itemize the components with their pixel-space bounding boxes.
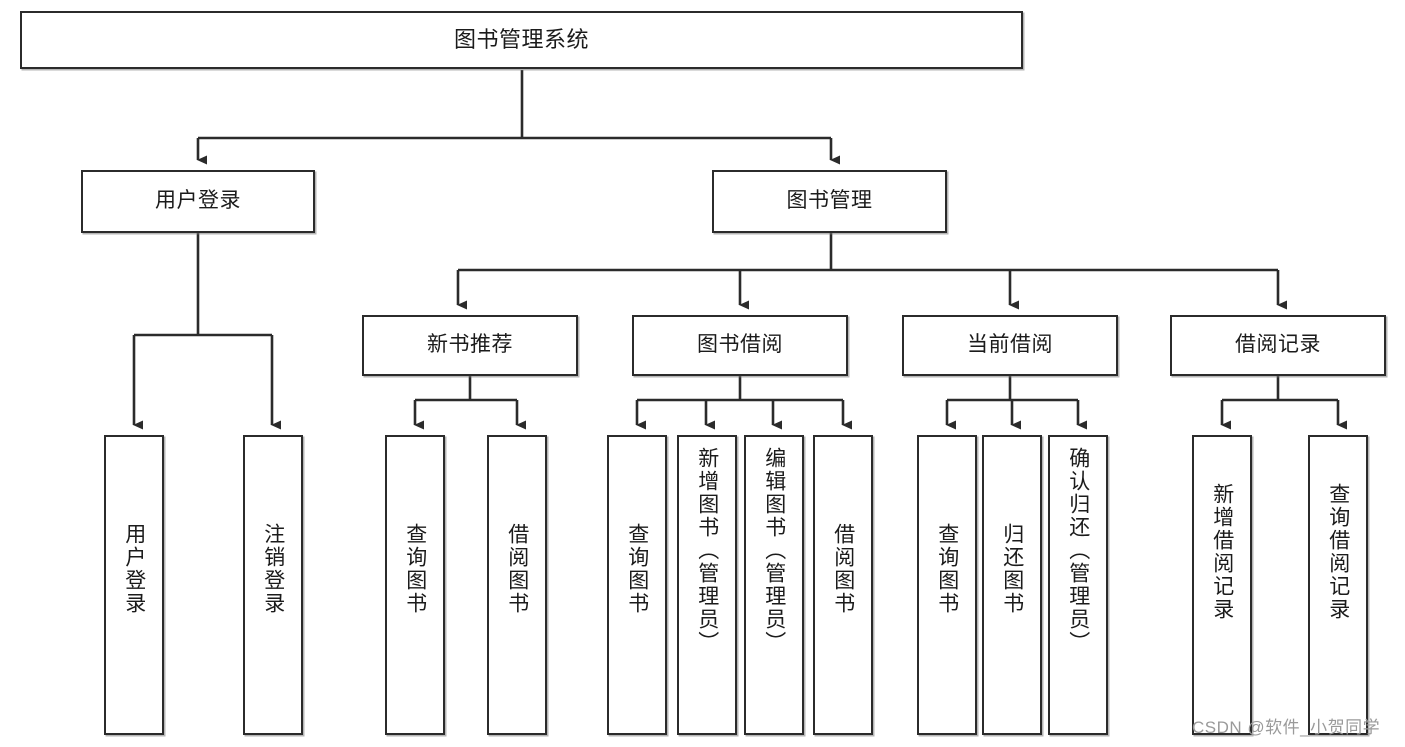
- node-label: 借阅记录: [1235, 333, 1321, 357]
- node-label: 新书推荐: [427, 333, 513, 357]
- node-book-borrow[interactable]: 图书借阅: [632, 315, 848, 376]
- node-label: 图书管理系统: [453, 27, 589, 53]
- node-label: 借阅图书: [831, 523, 855, 615]
- node-current-borrow[interactable]: 当前借阅: [902, 315, 1118, 376]
- leaf-query-book-recommend[interactable]: 查询图书: [385, 435, 445, 735]
- node-label: 新增图书（管理员）: [695, 447, 719, 654]
- leaf-add-book-admin[interactable]: 新增图书（管理员）: [677, 435, 737, 735]
- node-label: 用户登录: [122, 523, 146, 615]
- node-label: 借阅图书: [505, 523, 529, 615]
- leaf-edit-book-admin[interactable]: 编辑图书（管理员）: [744, 435, 804, 735]
- leaf-query-book-borrow[interactable]: 查询图书: [607, 435, 667, 735]
- leaf-user-login[interactable]: 用户登录: [104, 435, 164, 735]
- leaf-query-book-current[interactable]: 查询图书: [917, 435, 977, 735]
- node-label: 归还图书: [1000, 523, 1024, 615]
- node-label: 用户登录: [155, 189, 241, 213]
- node-label: 注销登录: [261, 523, 285, 615]
- leaf-borrow-book[interactable]: 借阅图书: [813, 435, 873, 735]
- leaf-add-borrow-record[interactable]: 新增借阅记录: [1192, 435, 1252, 735]
- node-label: 查询借阅记录: [1326, 483, 1350, 621]
- node-user-login[interactable]: 用户登录: [81, 170, 315, 233]
- watermark-text: CSDN @软件_小贺同学: [1192, 718, 1381, 737]
- node-root-system[interactable]: 图书管理系统: [20, 11, 1023, 69]
- node-label: 查询图书: [403, 523, 427, 615]
- node-label: 查询图书: [935, 523, 959, 615]
- node-label: 编辑图书（管理员）: [762, 447, 786, 654]
- node-new-book-recommend[interactable]: 新书推荐: [362, 315, 578, 376]
- leaf-borrow-book-recommend[interactable]: 借阅图书: [487, 435, 547, 735]
- leaf-confirm-return-admin[interactable]: 确认归还（管理员）: [1048, 435, 1108, 735]
- node-label: 查询图书: [625, 523, 649, 615]
- leaf-logout[interactable]: 注销登录: [243, 435, 303, 735]
- node-label: 当前借阅: [967, 333, 1053, 357]
- node-borrow-record[interactable]: 借阅记录: [1170, 315, 1386, 376]
- node-label: 图书管理: [786, 189, 873, 213]
- node-label: 新增借阅记录: [1210, 483, 1234, 621]
- leaf-return-book[interactable]: 归还图书: [982, 435, 1042, 735]
- node-label: 图书借阅: [697, 333, 783, 357]
- node-book-management[interactable]: 图书管理: [712, 170, 947, 233]
- node-label: 确认归还（管理员）: [1066, 447, 1090, 654]
- leaf-query-borrow-record[interactable]: 查询借阅记录: [1308, 435, 1368, 735]
